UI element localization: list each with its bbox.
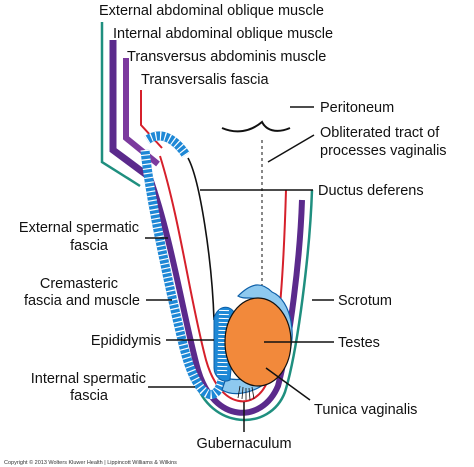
label-transversus-abdominis: Transversus abdominis muscle	[127, 49, 326, 65]
label-cremasteric-1: Cremasteric	[40, 276, 118, 292]
label-testes: Testes	[338, 335, 380, 351]
label-internal-spermatic-2: fascia	[70, 388, 109, 404]
copyright-notice: Copyright © 2013 Wolters Kluwer Health |…	[4, 459, 177, 466]
internal-spermatic-fascia	[159, 155, 287, 403]
cremasteric-layer	[147, 176, 305, 416]
label-obliterated-tract-1: Obliterated tract of	[320, 125, 440, 141]
label-external-spermatic-2: fascia	[70, 238, 109, 254]
label-external-spermatic-1: External spermatic	[19, 220, 139, 236]
label-obliterated-tract-2: processes vaginalis	[320, 143, 447, 159]
ductus-deferens	[187, 157, 215, 321]
external-oblique-layer	[100, 22, 141, 188]
label-transversalis-fascia: Transversalis fascia	[141, 72, 270, 88]
label-tunica-vaginalis: Tunica vaginalis	[314, 402, 417, 418]
label-cremasteric-2: fascia and muscle	[24, 293, 140, 309]
label-epididymis: Epididymis	[91, 333, 161, 349]
cremaster-muscle-stripes	[140, 149, 227, 399]
gubernaculum-strands	[237, 385, 255, 401]
label-scrotum: Scrotum	[338, 293, 392, 309]
label-peritoneum: Peritoneum	[320, 100, 394, 116]
epididymis-stripes	[217, 309, 229, 379]
internal-oblique-layer	[109, 40, 151, 179]
label-internal-spermatic-1: Internal spermatic	[31, 371, 146, 387]
label-internal-abdominal-oblique: Internal abdominal oblique muscle	[113, 26, 333, 42]
peritoneum-line	[221, 120, 291, 133]
label-ductus-deferens: Ductus deferens	[318, 183, 424, 199]
label-external-abdominal-oblique: External abdominal oblique muscle	[99, 3, 324, 19]
cremaster-upper-band	[144, 131, 190, 158]
label-gubernaculum: Gubernaculum	[196, 436, 291, 452]
leader-lines	[145, 106, 334, 432]
